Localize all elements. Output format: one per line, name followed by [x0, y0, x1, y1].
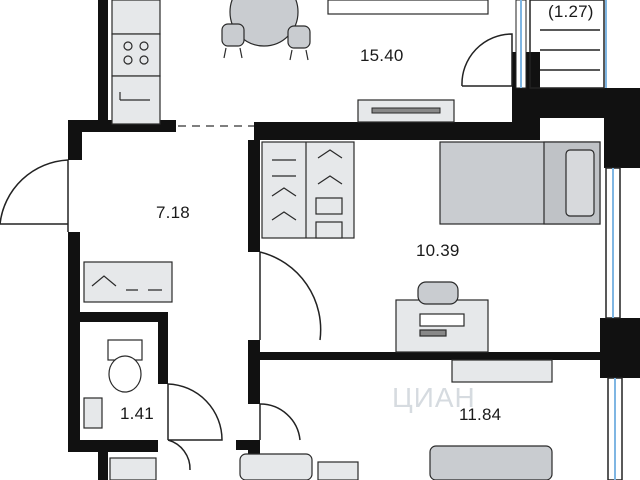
desk	[395, 281, 489, 353]
washing-machine	[109, 457, 157, 480]
kitchen-cabinets	[111, 0, 161, 125]
bed-2	[429, 445, 553, 480]
room-area-living: 15.40	[360, 46, 404, 65]
sofa	[327, 0, 489, 15]
balcony	[529, 0, 605, 89]
hall-wardrobe	[261, 141, 355, 239]
tv	[371, 107, 441, 114]
room-area-bedroom-2: 11.84	[459, 405, 502, 424]
dresser	[451, 359, 553, 383]
room-area-bathroom: 1.41	[120, 404, 154, 423]
bed-1	[439, 141, 601, 225]
room-area-bedroom-1: 10.39	[416, 241, 460, 260]
shoe-cabinet	[83, 261, 173, 303]
room-area-hall: 7.18	[156, 203, 190, 222]
walls	[68, 0, 640, 480]
shelf	[317, 461, 359, 480]
watermark: ЦИАН	[392, 382, 476, 413]
dining-table	[221, 0, 311, 61]
doors	[0, 33, 513, 471]
room-area-balcony: (1.27)	[548, 2, 594, 21]
sink	[83, 397, 103, 429]
bathtub	[239, 453, 313, 480]
windows	[515, 0, 623, 480]
toilet	[107, 339, 143, 393]
